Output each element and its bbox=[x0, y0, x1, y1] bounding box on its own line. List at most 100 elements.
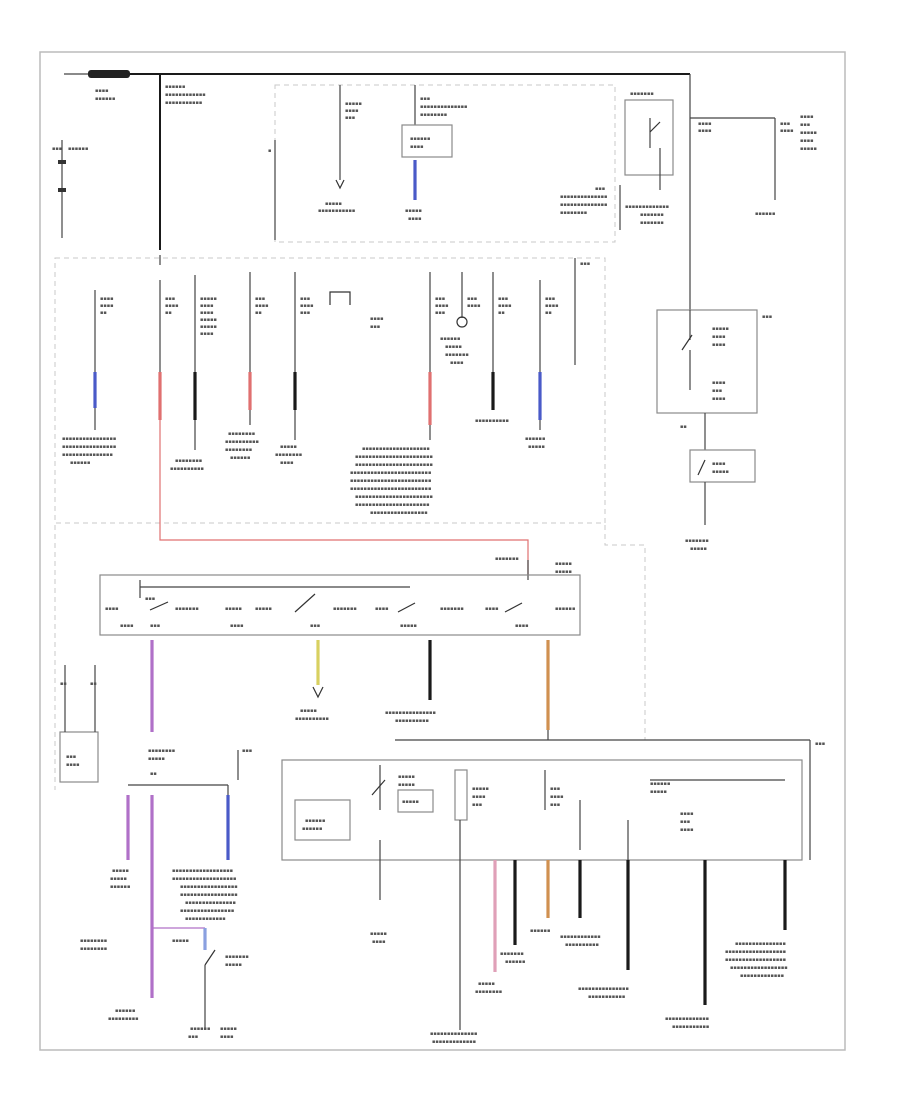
relay-lower-1: ▪▪▪▪▪▪ ▪▪▪▪▪▪ ▪▪▪▪▪ ▪▪▪▪▪ ▪▪▪▪▪ ▪▪▪▪▪ ▪▪… bbox=[294, 765, 434, 945]
svg-text:▪▪▪▪: ▪▪▪▪ bbox=[200, 310, 214, 316]
svg-text:▪▪▪▪▪▪▪▪▪▪▪▪: ▪▪▪▪▪▪▪▪▪▪▪▪ bbox=[185, 916, 226, 922]
svg-text:▪▪▪▪▪▪▪▪▪▪▪▪▪: ▪▪▪▪▪▪▪▪▪▪▪▪▪ bbox=[625, 204, 669, 210]
svg-text:▪▪▪▪: ▪▪▪▪ bbox=[680, 827, 694, 833]
ignition-switch: ▪▪▪▪ ▪▪▪ ▪▪▪▪▪▪▪ ▪▪▪▪▪ ▪▪▪▪▪ ▪▪▪▪▪▪▪ ▪▪▪… bbox=[99, 574, 581, 636]
svg-text:▪▪▪: ▪▪▪ bbox=[550, 802, 560, 808]
svg-text:▪▪▪▪▪▪▪▪▪▪▪▪▪▪▪▪▪▪▪▪▪▪▪: ▪▪▪▪▪▪▪▪▪▪▪▪▪▪▪▪▪▪▪▪▪▪▪ bbox=[355, 454, 433, 460]
svg-text:▪▪▪▪: ▪▪▪▪ bbox=[698, 121, 712, 127]
svg-text:▪▪▪▪▪: ▪▪▪▪▪ bbox=[370, 931, 387, 937]
svg-text:▪▪▪▪▪: ▪▪▪▪▪ bbox=[280, 444, 297, 450]
svg-text:▪▪▪▪: ▪▪▪▪ bbox=[545, 303, 559, 309]
red-feed-wire bbox=[159, 420, 529, 575]
fuse-9: ▪▪▪ ▪▪▪▪ ▪▪ ▪▪▪▪▪▪ ▪▪▪▪▪ bbox=[525, 280, 559, 450]
svg-text:▪▪▪: ▪▪▪ bbox=[595, 186, 605, 192]
svg-text:▪▪▪▪: ▪▪▪▪ bbox=[200, 331, 214, 337]
svg-text:▪▪▪▪▪: ▪▪▪▪▪ bbox=[690, 546, 707, 552]
svg-text:▪▪▪▪▪▪▪▪▪▪▪▪▪▪: ▪▪▪▪▪▪▪▪▪▪▪▪▪▪ bbox=[430, 1031, 477, 1037]
svg-text:▪▪▪▪▪▪▪▪: ▪▪▪▪▪▪▪▪ bbox=[80, 938, 107, 944]
svg-text:▪▪▪▪▪: ▪▪▪▪▪ bbox=[800, 146, 817, 152]
svg-text:▪▪▪▪: ▪▪▪▪ bbox=[300, 303, 314, 309]
svg-text:▪▪▪▪▪▪: ▪▪▪▪▪▪ bbox=[410, 136, 430, 142]
svg-text:▪▪▪: ▪▪▪ bbox=[345, 115, 355, 121]
svg-text:▪▪▪▪▪▪▪▪▪▪▪▪▪▪: ▪▪▪▪▪▪▪▪▪▪▪▪▪▪ bbox=[420, 104, 467, 110]
svg-text:▪▪▪▪▪▪▪▪▪▪▪▪▪: ▪▪▪▪▪▪▪▪▪▪▪▪▪ bbox=[665, 1016, 709, 1022]
svg-text:▪▪▪: ▪▪▪ bbox=[435, 310, 445, 316]
svg-text:▪▪▪▪▪▪▪▪▪▪▪▪▪▪▪▪▪▪▪▪▪▪▪▪: ▪▪▪▪▪▪▪▪▪▪▪▪▪▪▪▪▪▪▪▪▪▪▪▪ bbox=[350, 486, 431, 492]
fuse-2: ▪▪▪ ▪▪▪▪ ▪▪ bbox=[158, 280, 179, 420]
svg-text:▪▪▪: ▪▪▪ bbox=[550, 786, 560, 792]
svg-text:▪▪▪▪▪▪▪▪▪▪▪▪▪▪: ▪▪▪▪▪▪▪▪▪▪▪▪▪▪ bbox=[560, 194, 607, 200]
svg-text:▪▪▪▪: ▪▪▪▪ bbox=[105, 606, 119, 612]
svg-text:▪▪▪▪: ▪▪▪▪ bbox=[698, 128, 712, 134]
svg-text:▪▪▪▪: ▪▪▪▪ bbox=[375, 606, 389, 612]
svg-text:▪▪▪▪: ▪▪▪▪ bbox=[200, 303, 214, 309]
svg-text:▪▪▪▪: ▪▪▪▪ bbox=[370, 316, 384, 322]
svg-text:▪▪▪▪: ▪▪▪▪ bbox=[515, 623, 529, 629]
svg-text:▪▪▪▪: ▪▪▪▪ bbox=[498, 303, 512, 309]
svg-text:▪▪▪▪: ▪▪▪▪ bbox=[280, 460, 294, 466]
svg-text:▪▪▪▪: ▪▪▪▪ bbox=[372, 939, 386, 945]
svg-text:▪▪▪▪▪: ▪▪▪▪▪ bbox=[800, 130, 817, 136]
svg-text:▪▪▪▪▪▪▪▪▪▪▪▪▪▪▪▪: ▪▪▪▪▪▪▪▪▪▪▪▪▪▪▪▪ bbox=[62, 436, 116, 442]
ignition-outputs: ▪▪▪▪▪ ▪▪▪▪▪▪▪▪▪▪ ▪▪▪▪▪▪▪▪▪▪▪▪▪▪▪ ▪▪▪▪▪▪▪… bbox=[150, 640, 550, 740]
svg-text:▪▪▪▪: ▪▪▪▪ bbox=[165, 303, 179, 309]
svg-text:▪▪▪▪▪▪▪▪▪▪▪▪▪▪▪: ▪▪▪▪▪▪▪▪▪▪▪▪▪▪▪ bbox=[578, 986, 629, 992]
svg-text:▪▪▪▪▪: ▪▪▪▪▪ bbox=[528, 444, 545, 450]
upper-right-relays: ▪▪▪▪▪▪▪ ▪▪▪▪ ▪▪▪▪ ▪▪▪ ▪▪▪▪ ▪▪▪▪ ▪▪▪ ▪▪▪▪… bbox=[560, 91, 817, 310]
svg-text:▪▪▪▪▪▪▪: ▪▪▪▪▪▪▪ bbox=[495, 556, 519, 562]
svg-text:▪▪▪▪: ▪▪▪▪ bbox=[220, 1034, 234, 1040]
svg-text:▪▪▪▪▪▪▪: ▪▪▪▪▪▪▪ bbox=[175, 606, 199, 612]
svg-text:▪▪▪▪▪▪: ▪▪▪▪▪▪ bbox=[305, 818, 325, 824]
svg-text:▪▪▪▪▪▪▪▪▪▪▪▪▪▪▪▪▪: ▪▪▪▪▪▪▪▪▪▪▪▪▪▪▪▪▪ bbox=[730, 965, 788, 971]
svg-text:▪▪: ▪▪ bbox=[60, 681, 67, 687]
svg-text:▪▪▪: ▪▪▪ bbox=[472, 802, 482, 808]
svg-text:▪▪▪: ▪▪▪ bbox=[242, 748, 252, 754]
svg-text:▪: ▪ bbox=[268, 148, 271, 154]
svg-text:▪▪▪▪▪▪▪▪▪▪▪▪▪▪▪▪▪▪▪▪: ▪▪▪▪▪▪▪▪▪▪▪▪▪▪▪▪▪▪▪▪ bbox=[362, 446, 430, 452]
svg-text:▪▪▪▪▪: ▪▪▪▪▪ bbox=[110, 876, 127, 882]
svg-text:▪▪▪: ▪▪▪ bbox=[188, 1034, 198, 1040]
svg-text:▪▪▪▪: ▪▪▪▪ bbox=[712, 380, 726, 386]
svg-text:▪▪▪▪▪▪▪▪▪▪▪▪▪▪▪▪▪▪▪: ▪▪▪▪▪▪▪▪▪▪▪▪▪▪▪▪▪▪▪ bbox=[172, 876, 236, 882]
svg-text:▪▪▪▪▪▪: ▪▪▪▪▪▪ bbox=[70, 460, 90, 466]
svg-text:▪▪▪▪: ▪▪▪▪ bbox=[680, 811, 694, 817]
lower-left-branch: ▪▪▪▪▪▪▪▪ ▪▪▪▪▪ ▪▪ ▪▪▪ ▪▪▪▪▪ ▪▪▪▪▪ ▪▪▪▪▪▪… bbox=[80, 748, 252, 1040]
svg-text:▪▪▪: ▪▪▪ bbox=[255, 296, 265, 302]
svg-text:▪▪▪: ▪▪▪ bbox=[66, 754, 76, 760]
svg-text:▪▪▪▪: ▪▪▪▪ bbox=[472, 794, 486, 800]
svg-text:▪▪▪▪▪: ▪▪▪▪▪ bbox=[555, 561, 572, 567]
svg-text:▪▪▪▪: ▪▪▪▪ bbox=[467, 303, 481, 309]
svg-text:▪▪▪▪▪▪▪▪▪▪▪: ▪▪▪▪▪▪▪▪▪▪▪ bbox=[165, 100, 202, 106]
fuse-lower-1: ▪▪▪▪▪ ▪▪▪▪ ▪▪▪ ▪▪▪▪▪▪▪▪▪▪▪▪▪▪ ▪▪▪▪▪▪▪▪▪▪… bbox=[430, 769, 489, 1045]
svg-text:▪▪▪: ▪▪▪ bbox=[52, 146, 62, 152]
svg-text:▪▪▪▪▪: ▪▪▪▪▪ bbox=[400, 623, 417, 629]
svg-text:▪▪▪▪▪▪▪: ▪▪▪▪▪▪▪ bbox=[640, 212, 664, 218]
svg-text:▪▪▪▪▪▪▪▪▪▪▪▪: ▪▪▪▪▪▪▪▪▪▪▪▪ bbox=[165, 92, 206, 98]
svg-text:▪▪▪▪: ▪▪▪▪ bbox=[410, 144, 424, 150]
svg-text:▪▪▪▪: ▪▪▪▪ bbox=[712, 396, 726, 402]
svg-text:▪▪▪▪▪▪▪▪: ▪▪▪▪▪▪▪▪ bbox=[420, 112, 447, 118]
svg-text:▪▪▪▪: ▪▪▪▪ bbox=[550, 794, 564, 800]
fuse-3: ▪▪▪▪▪ ▪▪▪▪ ▪▪▪▪ ▪▪▪▪▪ ▪▪▪▪▪ ▪▪▪▪ ▪▪▪▪▪▪▪… bbox=[170, 275, 217, 472]
svg-text:▪▪▪▪▪: ▪▪▪▪▪ bbox=[345, 101, 362, 107]
svg-text:▪▪▪▪▪▪: ▪▪▪▪▪▪ bbox=[525, 436, 545, 442]
svg-text:▪▪▪: ▪▪▪ bbox=[300, 296, 310, 302]
svg-text:▪▪▪: ▪▪▪ bbox=[800, 122, 810, 128]
battery-section: ▪▪▪▪ ▪▪▪▪▪▪ ▪▪▪▪▪▪ ▪▪▪▪▪▪▪▪▪▪▪▪ ▪▪▪▪▪▪▪▪… bbox=[52, 70, 691, 250]
svg-text:▪▪▪▪▪▪▪▪▪▪▪▪▪▪▪▪: ▪▪▪▪▪▪▪▪▪▪▪▪▪▪▪▪ bbox=[180, 908, 234, 914]
svg-text:▪▪▪▪▪▪▪▪▪▪: ▪▪▪▪▪▪▪▪▪▪ bbox=[295, 716, 329, 722]
svg-text:▪▪▪▪: ▪▪▪▪ bbox=[435, 303, 449, 309]
svg-text:▪▪▪▪▪▪▪▪: ▪▪▪▪▪▪▪▪ bbox=[228, 431, 255, 437]
svg-text:▪▪▪▪▪▪▪▪▪▪▪▪▪▪▪▪▪▪▪▪▪▪▪▪: ▪▪▪▪▪▪▪▪▪▪▪▪▪▪▪▪▪▪▪▪▪▪▪▪ bbox=[350, 478, 431, 484]
svg-text:▪▪▪▪▪: ▪▪▪▪▪ bbox=[172, 938, 189, 944]
svg-text:▪▪▪▪▪▪: ▪▪▪▪▪▪ bbox=[115, 1008, 135, 1014]
svg-text:▪▪▪▪▪▪▪▪: ▪▪▪▪▪▪▪▪ bbox=[275, 452, 302, 458]
svg-text:▪▪▪▪▪▪▪▪▪▪▪▪▪▪▪: ▪▪▪▪▪▪▪▪▪▪▪▪▪▪▪ bbox=[62, 452, 113, 458]
svg-text:▪▪▪▪▪▪▪▪▪▪: ▪▪▪▪▪▪▪▪▪▪ bbox=[170, 466, 204, 472]
diagram-border bbox=[39, 51, 846, 1051]
svg-text:▪▪▪▪▪: ▪▪▪▪▪ bbox=[405, 208, 422, 214]
svg-text:▪▪▪▪: ▪▪▪▪ bbox=[120, 623, 134, 629]
fuse-7: ▪▪▪ ▪▪▪▪ ▪▪▪▪▪▪ ▪▪▪▪▪ ▪▪▪▪▪▪▪ ▪▪▪▪ bbox=[440, 272, 481, 366]
svg-text:▪▪▪▪: ▪▪▪▪ bbox=[712, 334, 726, 340]
